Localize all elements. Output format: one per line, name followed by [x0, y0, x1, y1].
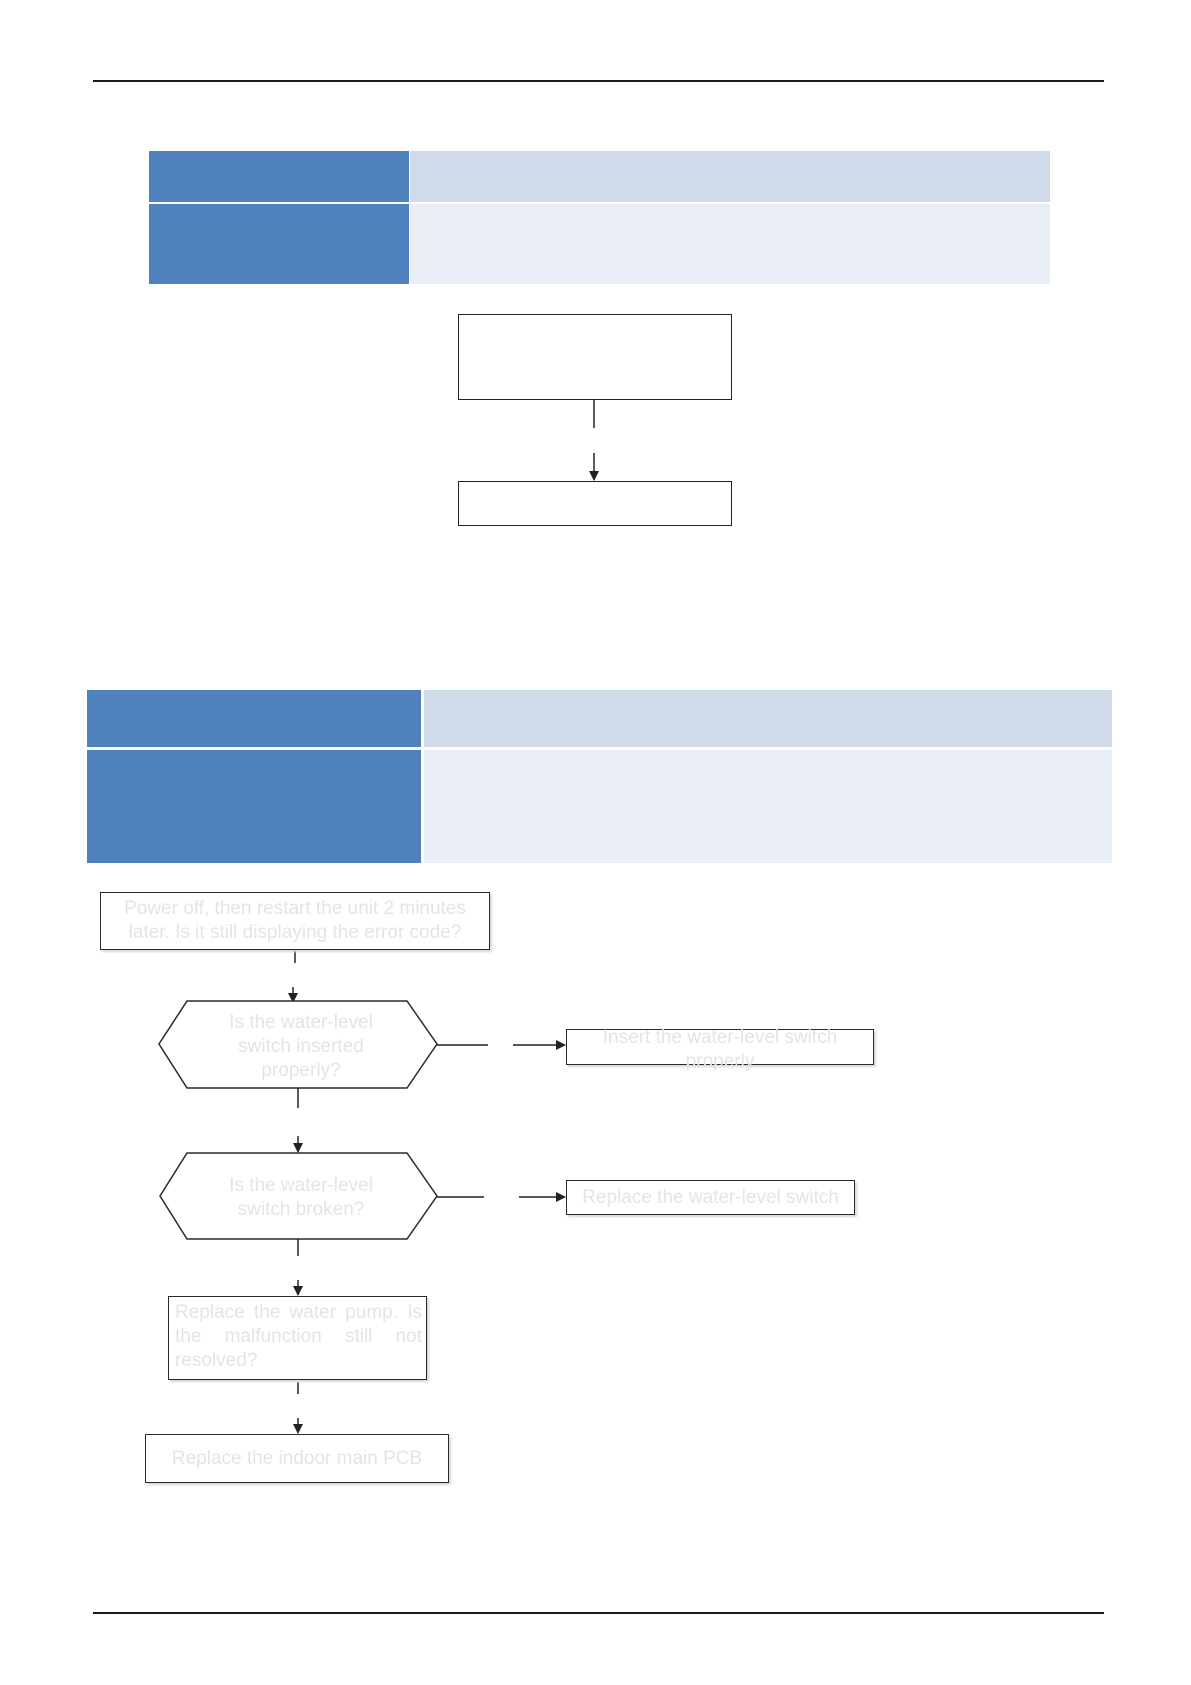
footer-rule — [93, 1612, 1104, 1614]
flow2-start-text: Power off, then restart the unit 2 minut… — [124, 898, 466, 943]
flow1-node-b — [458, 481, 732, 526]
table-2-header-label-cell — [87, 690, 421, 747]
table-1-header-value-cell — [410, 151, 1050, 202]
table-1-row-label-cell — [149, 204, 409, 284]
flow1-node-a — [458, 314, 732, 400]
decision-1-text: Is the water-level switch inserted prope… — [229, 1012, 373, 1081]
flow2-start-box: Power off, then restart the unit 2 minut… — [100, 892, 490, 950]
table-1-header-label-cell — [149, 151, 409, 202]
decision-1-hexagon — [158, 1000, 438, 1089]
decision-2-hexagon — [159, 1152, 438, 1240]
table-2-row-value-cell — [424, 750, 1112, 863]
action-1-text: Insert the water-level switch properly — [602, 1027, 838, 1072]
step-3-box: Replace the water pump. Is the malfuncti… — [168, 1296, 427, 1380]
decision-2-text: Is the water-level switch broken? — [229, 1175, 373, 1220]
table-1-row-value-cell — [410, 204, 1050, 284]
header-rule — [93, 80, 1104, 82]
step-3-text: Replace the water pump. Is the malfuncti… — [175, 1302, 422, 1371]
end-box: Replace the indoor main PCB — [145, 1434, 449, 1483]
action-1-box: Insert the water-level switch properly — [566, 1027, 874, 1072]
table-2-row-label-cell — [87, 750, 421, 863]
action-2-text: Replace the water-level switch — [582, 1186, 839, 1208]
table-2-header-value-cell — [424, 690, 1112, 747]
end-text: Replace the indoor main PCB — [171, 1447, 423, 1469]
action-2-box: Replace the water-level switch — [566, 1180, 855, 1215]
